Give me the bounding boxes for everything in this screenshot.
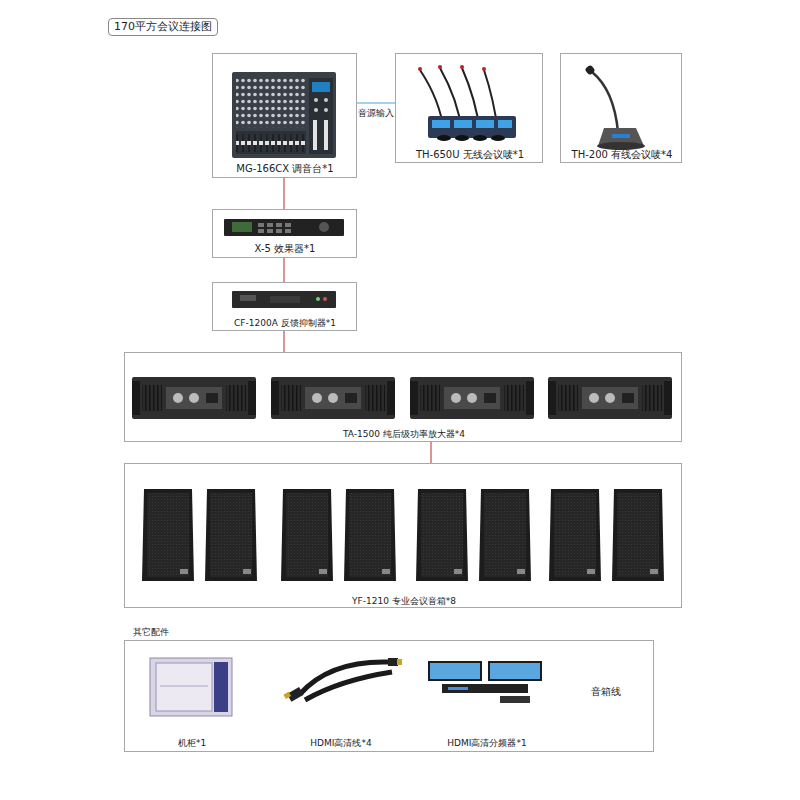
hdmi-splitter-picture — [428, 661, 542, 703]
suppressor-box: CF-1200A 反馈抑制器*1 — [212, 282, 357, 331]
mixer-box: MG-166CX 调音台*1 — [212, 53, 357, 178]
item-label: HDMI高清线*4 — [310, 737, 371, 749]
diagram-title: 170平方会议连接图 — [108, 18, 218, 36]
accessory-box: 其它配件机柜*1HDMI高清线*4HDMI高清分频器*1音箱线 — [124, 640, 654, 752]
item-label: 机柜*1 — [178, 737, 206, 749]
amplifier-pictures — [132, 377, 672, 419]
connector-line — [430, 442, 431, 463]
node-label: TH-650U 无线会议唛*1 — [416, 149, 524, 161]
cabinet-picture — [150, 658, 232, 716]
node-label: MG-166CX 调音台*1 — [236, 163, 333, 175]
connector — [431, 442, 432, 463]
connector — [357, 103, 395, 104]
speaker-pictures — [142, 489, 664, 581]
wired-mic-picture — [584, 64, 645, 150]
node-label: TA-1500 纯后级功率放大器*4 — [343, 428, 465, 440]
connector-line — [283, 331, 284, 352]
amplifier-box: TA-1500 纯后级功率放大器*4 — [124, 352, 682, 442]
node-label: YF-1210 专业会议音箱*8 — [352, 595, 456, 607]
suppressor-picture — [232, 291, 336, 308]
connector — [284, 258, 285, 282]
mixer-picture — [232, 72, 336, 158]
effects-unit-picture — [224, 219, 344, 236]
wireless-mic-box: TH-650U 无线会议唛*1 — [395, 53, 543, 163]
wired-mic-box: TH-200 有线会议唛*4 — [560, 53, 682, 163]
accessory-heading: 其它配件 — [133, 626, 169, 638]
node-label: TH-200 有线会议唛*4 — [572, 149, 673, 161]
connector-line — [283, 258, 284, 282]
item-label: HDMI高清分频器*1 — [447, 737, 526, 749]
connector-line — [283, 178, 284, 209]
connector — [284, 178, 285, 209]
connector-line — [357, 102, 395, 103]
wireless-mic-picture — [418, 65, 516, 141]
hdmi-cable-picture — [283, 658, 402, 702]
edge-label: 音源输入 — [357, 108, 395, 119]
item-label: 音箱线 — [591, 686, 621, 698]
node-label: CF-1200A 反馈抑制器*1 — [234, 317, 336, 329]
speaker-box: YF-1210 专业会议音箱*8 — [124, 463, 682, 608]
connector — [284, 331, 285, 352]
effects-box: X-5 效果器*1 — [212, 209, 357, 258]
node-label: X-5 效果器*1 — [255, 243, 316, 255]
